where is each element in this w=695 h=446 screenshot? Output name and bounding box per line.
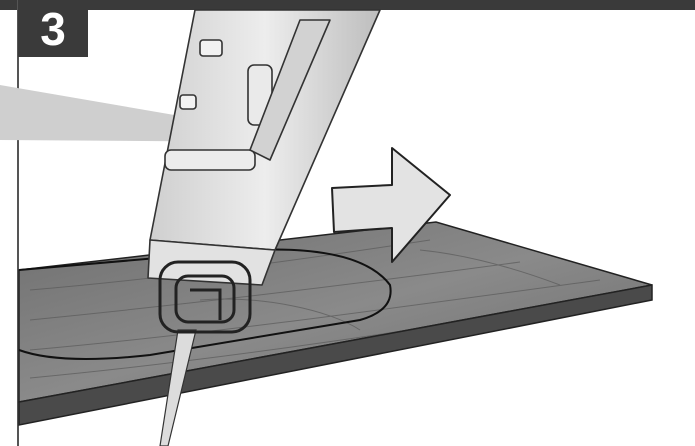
right-arrow-icon	[331, 147, 451, 263]
header-bar	[0, 0, 695, 10]
left-border-line	[17, 0, 19, 446]
saw-blade	[159, 329, 197, 446]
cutout-outline	[18, 248, 392, 360]
jigsaw-tool	[147, 9, 381, 286]
jigsaw-shoe	[158, 260, 252, 334]
step-number-badge: 3	[18, 0, 88, 57]
